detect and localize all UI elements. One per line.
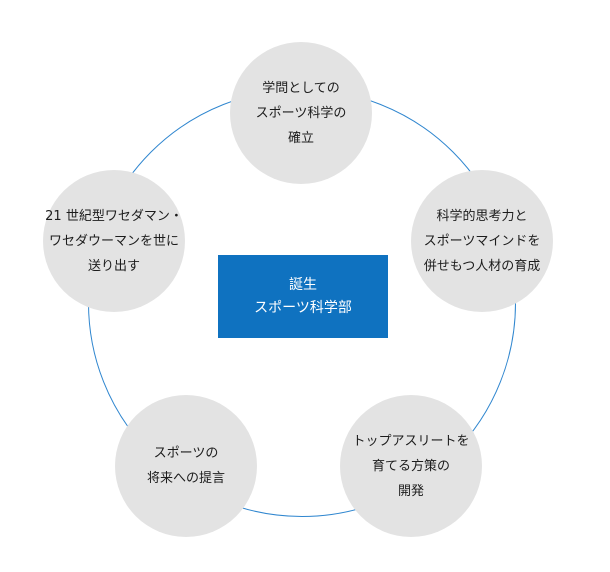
node-talent-development: 科学的思考力と スポーツマインドを 併せもつ人材の育成 <box>411 170 553 312</box>
node-label: 学問としての スポーツ科学の 確立 <box>255 80 347 146</box>
node-waseda-graduates: 21 世紀型ワセダマン・ ワセダウーマンを世に 送り出す <box>43 170 185 312</box>
node-label: 21 世紀型ワセダマン・ ワセダウーマンを世に 送り出す <box>45 208 183 274</box>
center-label: 誕生 スポーツ科学部 <box>254 276 352 316</box>
node-future-proposal: スポーツの 将来への提言 <box>115 395 257 537</box>
node-label: 科学的思考力と スポーツマインドを 併せもつ人材の育成 <box>423 208 541 274</box>
node-label: トップアスリートを 育てる方策の 開発 <box>352 433 470 499</box>
node-top-athlete-methods: トップアスリートを 育てる方策の 開発 <box>340 395 482 537</box>
center-box: 誕生 スポーツ科学部 <box>218 255 388 338</box>
node-label: スポーツの 将来への提言 <box>146 446 225 486</box>
node-academic-discipline: 学問としての スポーツ科学の 確立 <box>230 42 372 184</box>
